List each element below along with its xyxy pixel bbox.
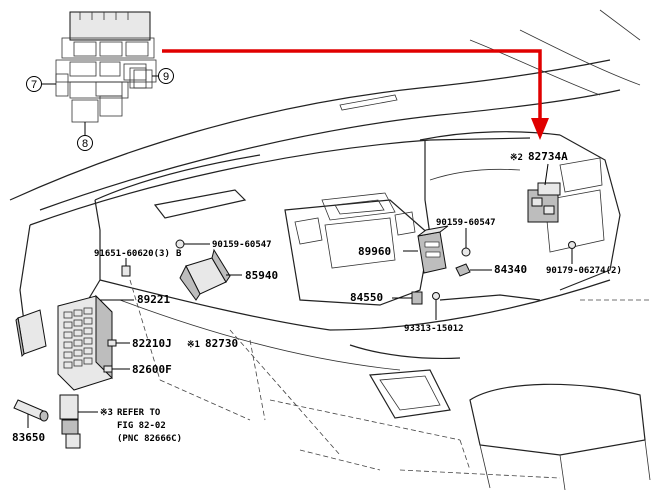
part-labels: ※2 82734A 90159-60547 89960 84340 90179-… xyxy=(12,150,622,444)
label-82210j: 82210J xyxy=(132,337,172,350)
callout-7: 7 xyxy=(26,76,42,92)
svg-text:9: 9 xyxy=(163,71,169,83)
label-89221: 89221 xyxy=(137,293,170,306)
label-83650: 83650 xyxy=(12,431,45,444)
label-82730: 82730 xyxy=(205,337,238,350)
label-82734a: 82734A xyxy=(528,150,568,163)
junction-block xyxy=(15,294,134,391)
label-85940: 85940 xyxy=(245,269,278,282)
part-82734a xyxy=(527,163,561,223)
label-82730-prefix: ※1 xyxy=(187,340,200,350)
svg-text:7: 7 xyxy=(31,79,37,91)
label-90179: 90179-06274(2) xyxy=(546,266,622,276)
label-82734a-prefix: ※2 xyxy=(510,153,523,163)
refer-connector xyxy=(59,394,98,449)
label-93313: 93313-15012 xyxy=(404,324,464,334)
part-83650 xyxy=(13,399,49,428)
label-refer-line2: FIG 82-02 xyxy=(117,421,166,431)
red-pointer-arrow xyxy=(162,49,549,140)
label-84550: 84550 xyxy=(350,291,383,304)
label-91651-suffix: B xyxy=(176,249,182,259)
label-84340: 84340 xyxy=(494,263,527,276)
dashboard-outline xyxy=(9,9,651,491)
label-90159-left: 90159-60547 xyxy=(212,240,272,250)
label-refer-line1: REFER TO xyxy=(117,408,161,418)
label-91651: 91651-60620(3) xyxy=(94,249,170,259)
relay-block-inset xyxy=(42,11,158,135)
callout-8: 8 xyxy=(77,135,93,151)
part-85940 xyxy=(121,239,242,301)
label-89960: 89960 xyxy=(358,245,391,258)
label-82600f: 82600F xyxy=(132,363,172,376)
label-refer-prefix: ※3 xyxy=(100,408,113,418)
part-89960 xyxy=(392,225,576,320)
callout-9: 9 xyxy=(158,68,174,84)
svg-text:8: 8 xyxy=(82,138,88,150)
label-refer-line3: (PNC 82666C) xyxy=(117,434,182,444)
label-90159-right: 90159-60547 xyxy=(436,218,496,228)
